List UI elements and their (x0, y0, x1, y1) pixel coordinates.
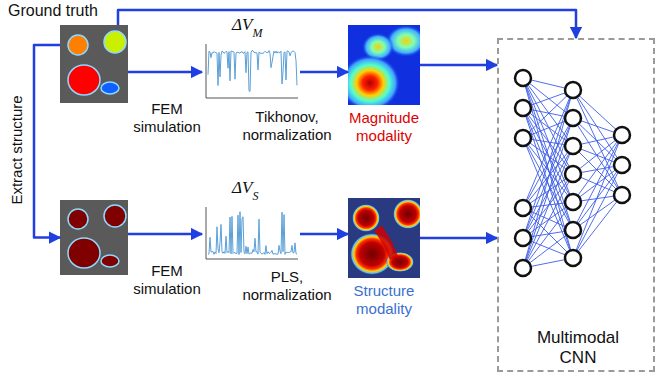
flow-arrow (128, 71, 202, 74)
flow-arrow (34, 45, 60, 238)
neuron (565, 222, 581, 238)
flow-arrow (420, 64, 497, 67)
structure-modality-image (348, 198, 423, 278)
image-title: Ground truth (8, 1, 98, 20)
signal-trace (208, 212, 297, 255)
neuron (565, 82, 581, 98)
plot-subscript: S (252, 189, 258, 203)
plot-subscript: M (252, 26, 262, 40)
plot-symbol: ΔV (232, 15, 252, 35)
neuron (614, 157, 630, 173)
neuron (515, 70, 531, 86)
structure-image (60, 200, 128, 275)
image-node: Structure modality (348, 198, 420, 278)
neuron (515, 200, 531, 216)
neuron (515, 230, 531, 246)
flow-arrow (420, 237, 497, 240)
neural-network (515, 70, 630, 276)
plot-node: ΔVS (202, 205, 300, 263)
neuron (515, 130, 531, 146)
edge-label: FEM simulation (129, 262, 205, 298)
plot-node: ΔVM (202, 42, 300, 102)
edge-label: FEM simulation (129, 100, 205, 136)
network-box: Multimodal CNN (497, 38, 655, 372)
neuron (515, 260, 531, 276)
signal-trace (208, 51, 297, 92)
neuron (614, 187, 630, 203)
flow-arrow (300, 71, 348, 74)
neuron (565, 194, 581, 210)
neuron (515, 100, 531, 116)
edge-label: PLS, normalization (238, 268, 336, 304)
image-node: Magnitude modality (348, 25, 420, 105)
magnitude-image (340, 25, 426, 111)
ground-truth-image (60, 25, 128, 103)
image-node: Ground truth (60, 25, 128, 103)
image-node (60, 200, 128, 275)
plot-symbol: ΔV (232, 178, 252, 198)
flow-arrow (128, 233, 202, 236)
modality-caption: Structure modality (339, 282, 429, 318)
voltage-plot (202, 42, 300, 102)
neuron (565, 110, 581, 126)
flow-arrow (118, 10, 576, 38)
neuron (565, 138, 581, 154)
edge-label: Tikhonov, normalization (238, 108, 336, 144)
voltage-plot (202, 205, 300, 263)
modality-caption: Magnitude modality (339, 109, 429, 145)
neuron (614, 127, 630, 143)
network-title: Multimodal CNN (523, 328, 633, 369)
neuron (565, 166, 581, 182)
flow-arrow (300, 233, 348, 236)
neuron (565, 250, 581, 266)
edge-label: Extract structure (7, 95, 25, 204)
